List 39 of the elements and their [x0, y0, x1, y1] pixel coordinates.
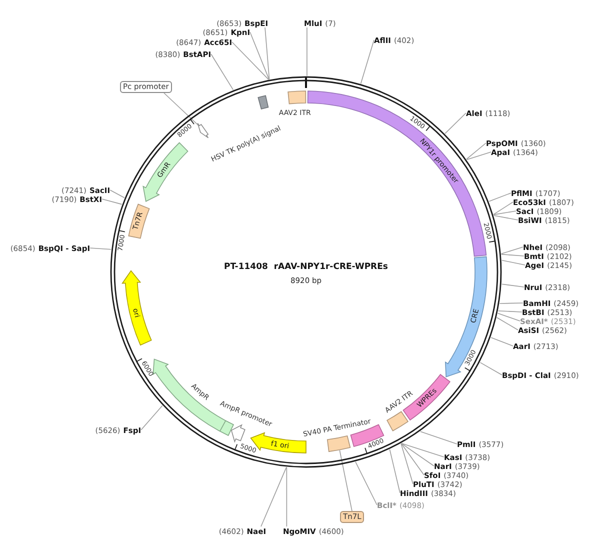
leader-line	[164, 92, 200, 126]
leader-line	[501, 254, 524, 256]
leader-line	[420, 431, 458, 444]
leader-line	[466, 152, 492, 160]
leader-line	[401, 443, 434, 466]
leader-line	[493, 202, 514, 215]
leader-line	[389, 449, 400, 494]
leader-line	[400, 443, 414, 484]
leader-line	[264, 27, 270, 80]
leader-line	[306, 27, 308, 76]
leader-line	[250, 32, 270, 80]
leader-line	[355, 461, 378, 506]
leader-line	[232, 42, 269, 80]
leader-line	[466, 142, 486, 160]
leader-line	[102, 198, 122, 205]
leader-line	[400, 443, 424, 476]
leader-line	[493, 215, 518, 220]
leader-line	[501, 260, 526, 266]
leader-line	[499, 302, 524, 304]
leader-line	[401, 442, 444, 458]
leader-line	[493, 210, 516, 216]
leader-line	[339, 450, 352, 512]
leader-line	[501, 284, 524, 288]
leader-line	[286, 466, 288, 527]
leader-line	[260, 466, 287, 527]
leader-line	[90, 248, 112, 250]
leader-line	[480, 362, 502, 376]
leader-line	[496, 317, 518, 330]
leader-line	[210, 54, 234, 90]
leader-line	[140, 405, 163, 430]
leader-line	[500, 246, 524, 254]
leader-line	[490, 337, 514, 346]
leader-line	[444, 112, 466, 134]
leader-line	[360, 40, 374, 84]
map-title: PT-11408 rAAV-NPY1r-CRE-WPREs	[224, 262, 388, 272]
leader-line	[497, 312, 520, 322]
leader-line	[110, 190, 125, 198]
leader-line	[498, 310, 522, 312]
leader-line	[488, 192, 512, 202]
